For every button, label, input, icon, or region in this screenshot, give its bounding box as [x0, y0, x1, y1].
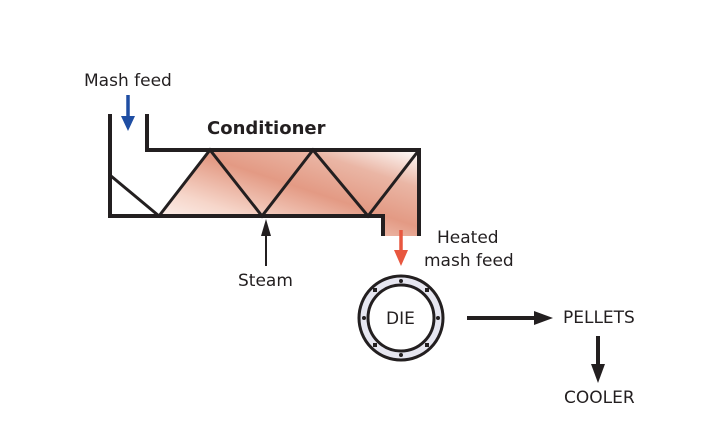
die-hole: [425, 288, 429, 292]
die-holes: [362, 279, 440, 357]
pellets-label: PELLETS: [563, 308, 635, 328]
die-to-pellets-arrow: [467, 311, 553, 325]
steam-label: Steam: [238, 271, 293, 291]
heated-mash-feed-label-line1: Heated: [437, 228, 499, 248]
heated-feed-arrow: [394, 230, 408, 266]
mash-feed-label: Mash feed: [84, 71, 172, 91]
die-hole: [399, 353, 403, 357]
steam-arrow: [261, 219, 271, 266]
die-hole: [425, 343, 429, 347]
die-hole: [399, 279, 403, 283]
die-hole: [436, 316, 440, 320]
die-hole: [373, 343, 377, 347]
cooler-label: COOLER: [564, 388, 635, 408]
mash-feed-arrow: [121, 95, 135, 131]
pellets-to-cooler-arrow: [591, 336, 605, 383]
die-hole: [373, 288, 377, 292]
heated-mash-feed-label-line2: mash feed: [424, 251, 514, 271]
conditioner-housing: [108, 114, 421, 236]
screw-auger: [110, 147, 421, 219]
conditioner-label: Conditioner: [207, 118, 326, 139]
die-hole: [362, 316, 366, 320]
die-label: DIE: [386, 309, 415, 329]
die: [357, 274, 445, 362]
